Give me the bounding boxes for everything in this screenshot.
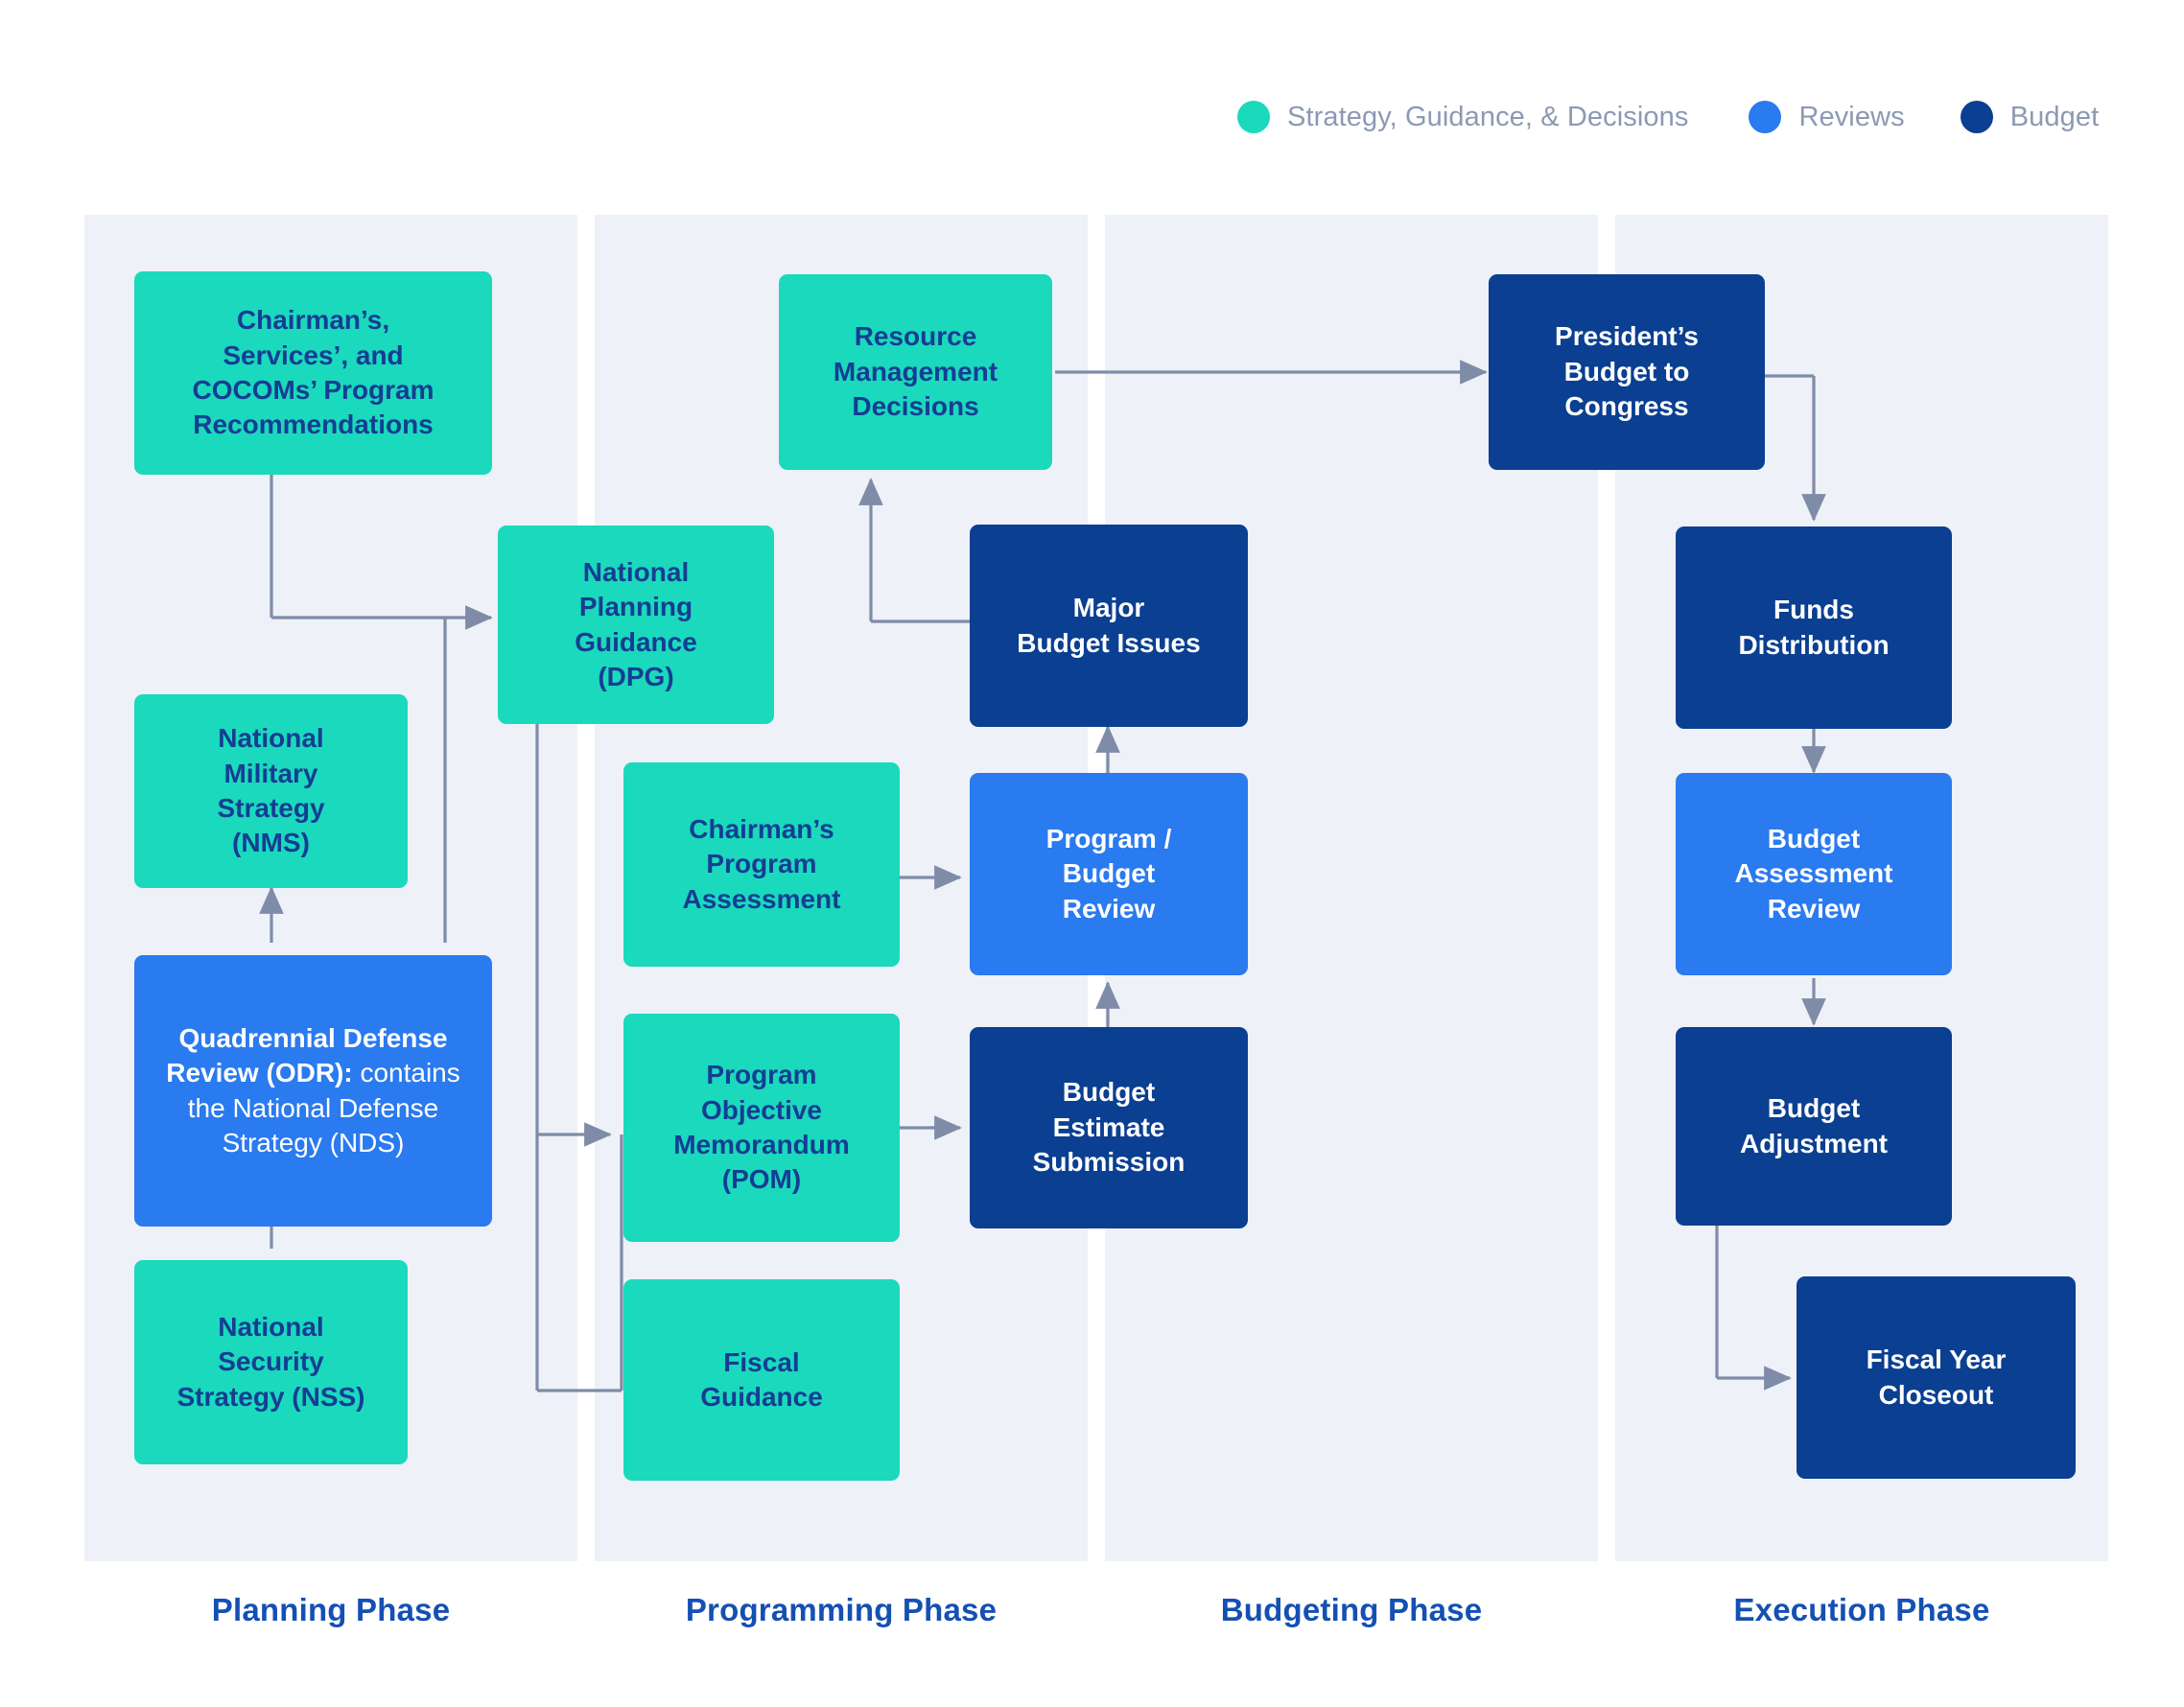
legend-label-strategy: Strategy, Guidance, & Decisions: [1287, 101, 1689, 132]
phase-label-planning: Planning Phase: [211, 1592, 451, 1627]
node-text: President’s Budget to Congress: [1555, 321, 1699, 422]
legend-item-reviews: Reviews: [1749, 101, 1905, 133]
node-chairman-recommendations[interactable]: Chairman’s, Services’, and COCOMs’ Progr…: [134, 271, 492, 475]
node-budget-adjustment[interactable]: Budget Adjustment: [1676, 1027, 1952, 1226]
legend-label-budget: Budget: [2009, 101, 2100, 132]
node-budget-assessment-review[interactable]: Budget Assessment Review: [1676, 773, 1952, 975]
node-chairmans-program-assessment[interactable]: Chairman’s Program Assessment: [623, 762, 900, 967]
node-resource-management-decisions[interactable]: Resource Management Decisions: [779, 274, 1052, 470]
legend-item-strategy: Strategy, Guidance, & Decisions: [1237, 101, 1688, 133]
node-program-objective-memorandum[interactable]: Program Objective Memorandum (POM): [623, 1014, 900, 1242]
node-national-security-strategy[interactable]: National Security Strategy (NSS): [134, 1260, 408, 1464]
qdr-trailing: contains the National Defense Strategy (…: [187, 1058, 460, 1157]
legend-item-budget: Budget: [1960, 101, 2100, 133]
qdr-bold-lead: Quadrennial Defense Review (ODR):: [166, 1022, 448, 1088]
node-text: Chairman’s Program Assessment: [682, 813, 841, 914]
node-text: National Military Strategy (NMS): [217, 723, 325, 858]
node-text: Program Objective Memorandum (POM): [673, 1060, 850, 1195]
phase-label-execution: Execution Phase: [1733, 1592, 1990, 1627]
node-text: Budget Estimate Submission: [1032, 1077, 1186, 1178]
node-text: Budget Adjustment: [1740, 1093, 1888, 1158]
node-text: National Planning Guidance (DPG): [575, 556, 697, 691]
legend-dot-reviews: [1749, 101, 1782, 133]
phase-label-programming: Programming Phase: [685, 1592, 998, 1627]
node-program-budget-review[interactable]: Program / Budget Review: [970, 773, 1248, 975]
legend-dot-budget: [1960, 101, 1993, 133]
node-presidents-budget-to-congress[interactable]: President’s Budget to Congress: [1489, 274, 1765, 470]
legend-label-reviews: Reviews: [1798, 101, 1905, 132]
node-text: Funds Distribution: [1738, 595, 1890, 660]
node-text: Quadrennial Defense Review (ODR): contai…: [144, 1021, 482, 1161]
node-national-planning-guidance[interactable]: National Planning Guidance (DPG): [498, 526, 774, 724]
legend: Strategy, Guidance, & Decisions Reviews …: [1237, 96, 2099, 138]
node-text: Fiscal Guidance: [700, 1346, 823, 1412]
legend-dot-strategy: [1237, 101, 1270, 133]
node-fiscal-year-closeout[interactable]: Fiscal Year Closeout: [1797, 1276, 2076, 1479]
node-budget-estimate-submission[interactable]: Budget Estimate Submission: [970, 1027, 1248, 1228]
node-fiscal-guidance[interactable]: Fiscal Guidance: [623, 1279, 900, 1481]
node-quadrennial-defense-review[interactable]: Quadrennial Defense Review (ODR): contai…: [134, 955, 492, 1227]
node-text: Chairman’s, Services’, and COCOMs’ Progr…: [192, 305, 434, 440]
node-text: National Security Strategy (NSS): [176, 1311, 365, 1412]
node-funds-distribution[interactable]: Funds Distribution: [1676, 526, 1952, 729]
node-text: Program / Budget Review: [1045, 823, 1172, 924]
node-text: Fiscal Year Closeout: [1866, 1345, 2007, 1410]
node-major-budget-issues[interactable]: Major Budget Issues: [970, 525, 1248, 727]
node-national-military-strategy[interactable]: National Military Strategy (NMS): [134, 694, 408, 888]
node-text: Resource Management Decisions: [833, 321, 998, 422]
node-text: Budget Assessment Review: [1734, 823, 1893, 924]
phase-label-budgeting: Budgeting Phase: [1220, 1592, 1483, 1627]
node-text: Major Budget Issues: [1017, 593, 1201, 658]
